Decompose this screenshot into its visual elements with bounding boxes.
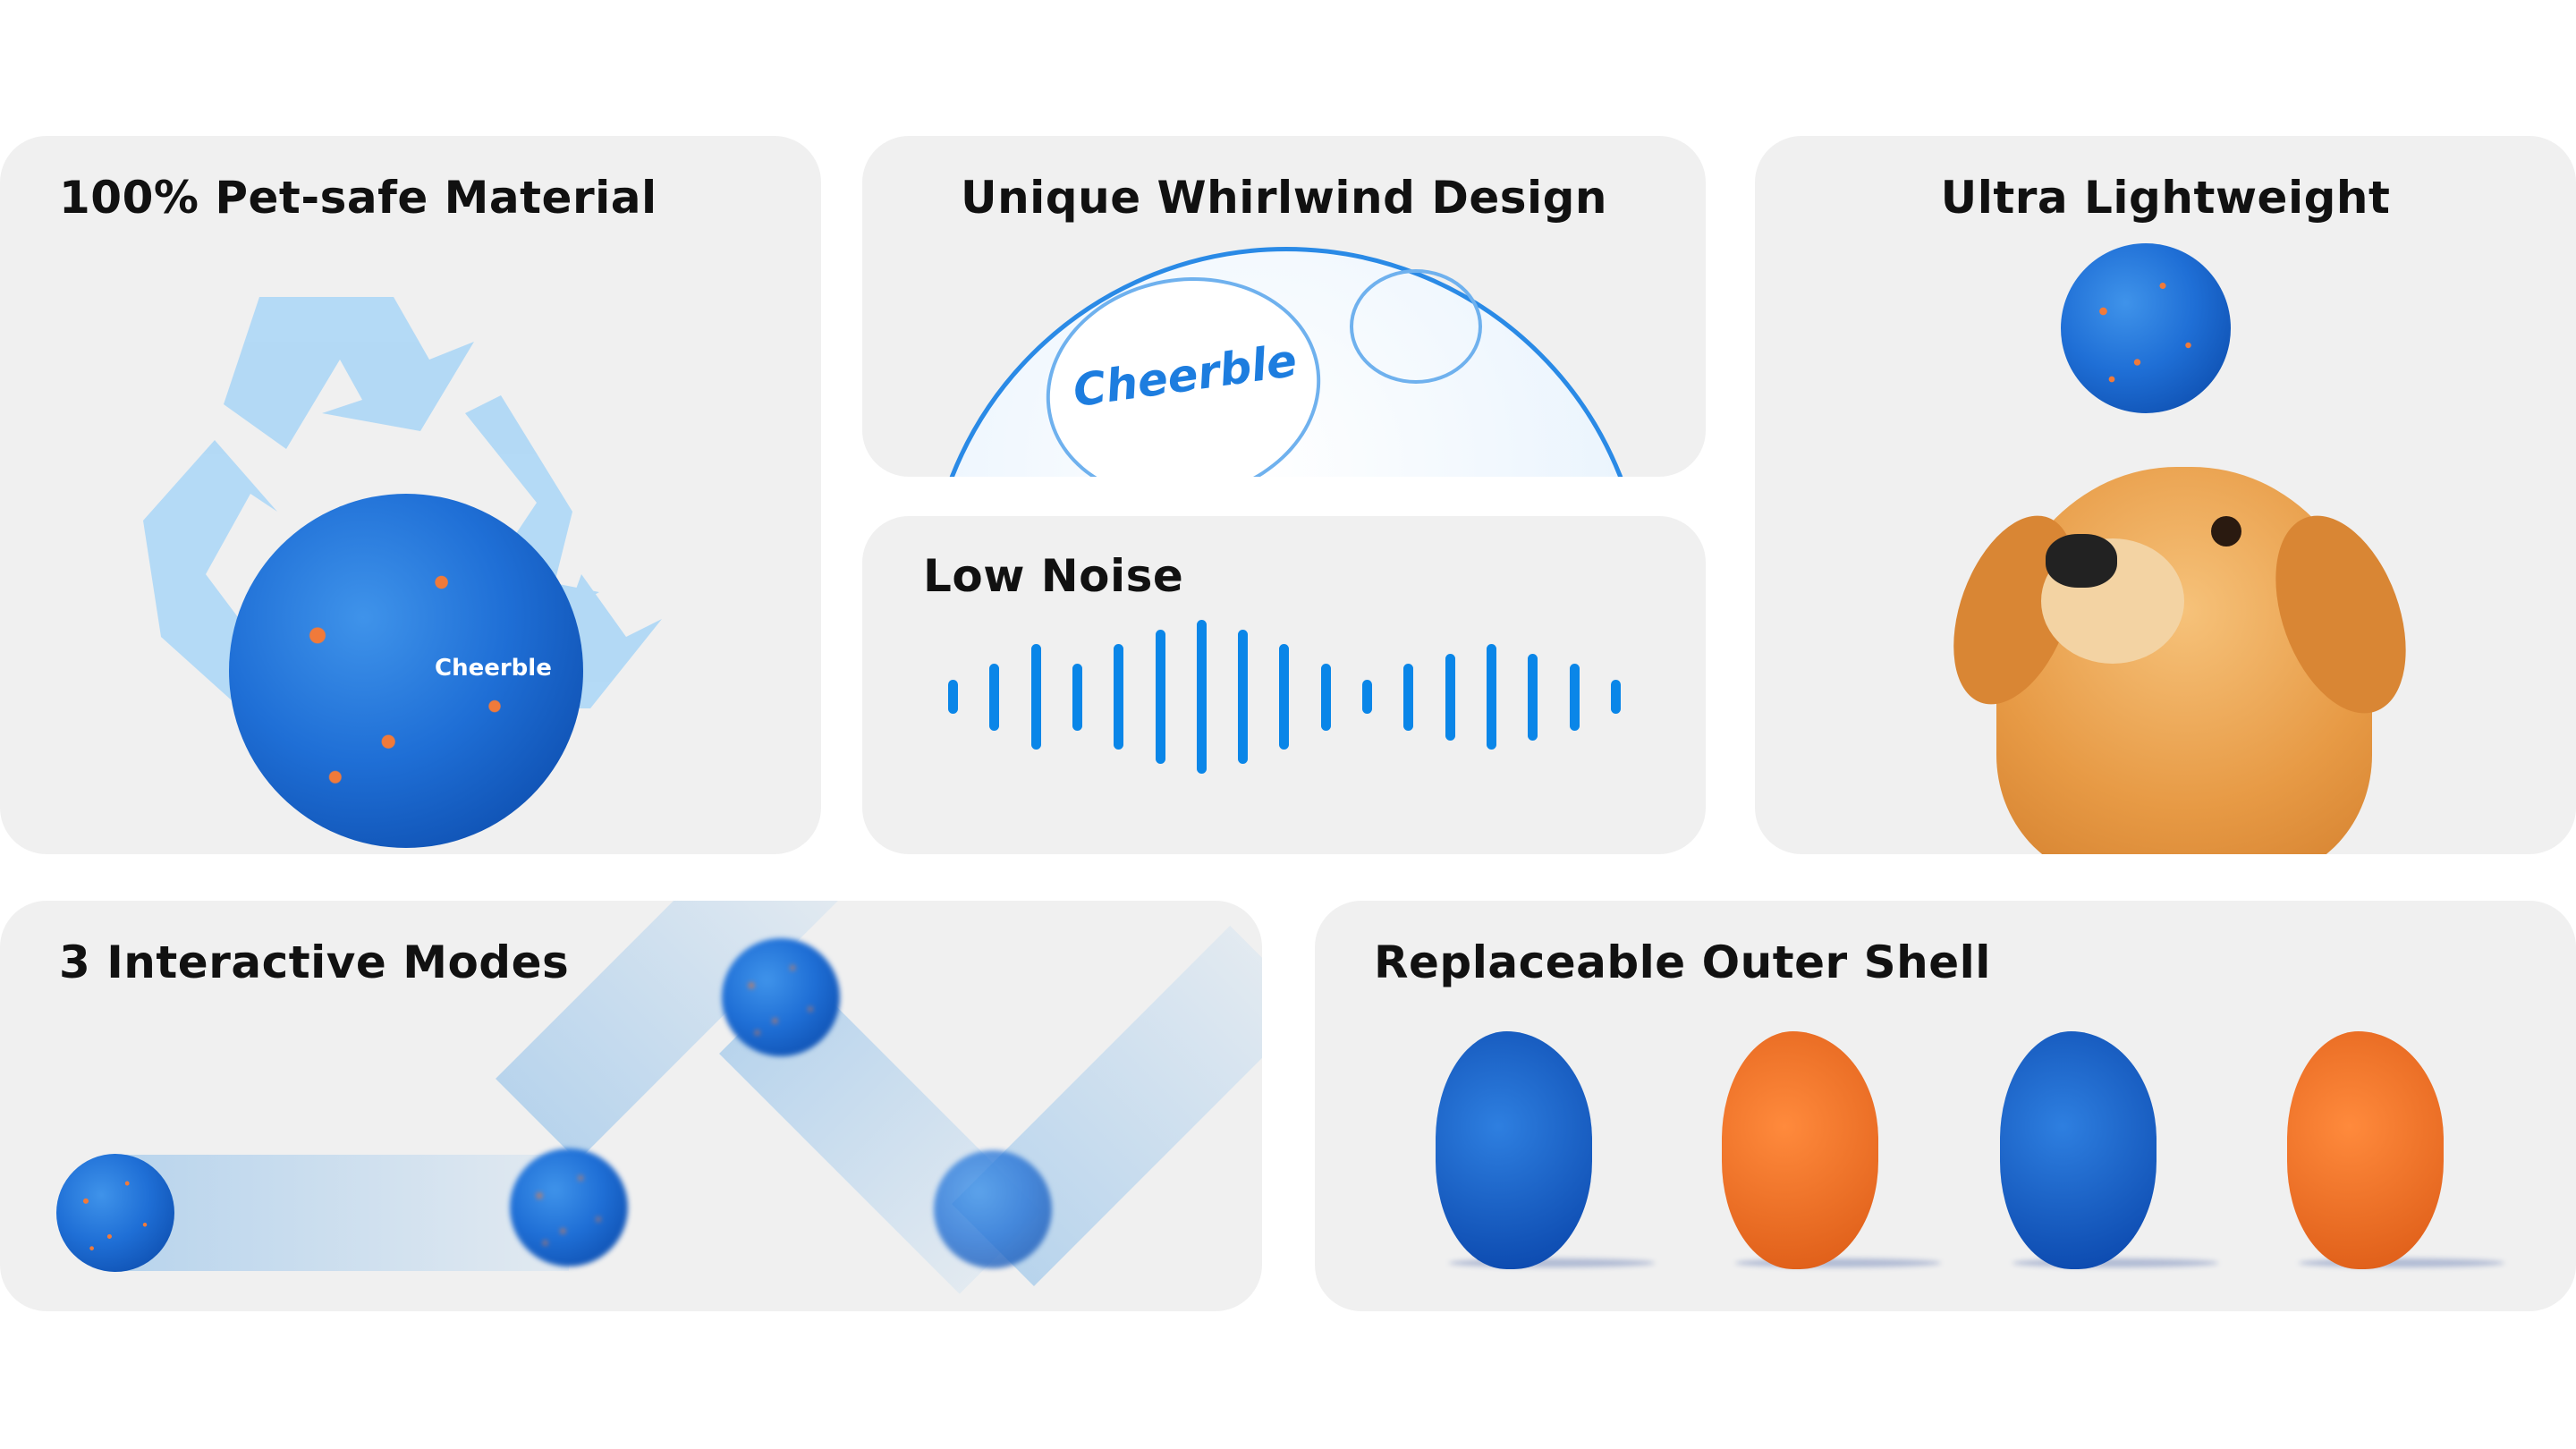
sound-wave-bar [1072, 663, 1082, 731]
card-title: 100% Pet-safe Material [59, 172, 657, 224]
shell-orange-image [1722, 1031, 1878, 1269]
card-low-noise: Low Noise [862, 516, 1706, 854]
card-title: 3 Interactive Modes [59, 936, 570, 988]
shell-blue-image [1436, 1031, 1592, 1269]
card-title: Low Noise [923, 550, 1184, 602]
motion-trail [115, 1155, 569, 1271]
ball-logo: Cheerble [435, 655, 552, 682]
card-ultra-lightweight: Ultra Lightweight [1755, 136, 2576, 854]
shell-orange-image [2287, 1031, 2444, 1269]
sound-wave-bar [1362, 680, 1372, 714]
card-title: Unique Whirlwind Design [960, 172, 1608, 224]
sound-wave-bar [1114, 644, 1124, 750]
ball-image [934, 1150, 1052, 1268]
sound-wave-bar [1196, 620, 1207, 774]
ball-image: Cheerble [229, 494, 583, 848]
ball-image [2061, 243, 2231, 413]
sound-wave-bar [1403, 663, 1414, 731]
sound-wave-bar [948, 680, 958, 714]
sound-wave-bar [1610, 680, 1621, 714]
card-whirlwind-design: Unique Whirlwind Design Cheerble [862, 136, 1706, 477]
sound-wave-bar [1238, 630, 1249, 764]
ball-image [722, 938, 840, 1056]
card-replaceable-shell: Replaceable Outer Shell [1315, 901, 2576, 1311]
sound-wave-bar [1279, 644, 1290, 750]
card-title: Ultra Lightweight [1940, 172, 2391, 224]
ball-image [510, 1148, 628, 1267]
sound-wave-bar [1320, 663, 1331, 731]
card-pet-safe-material: 100% Pet-safe Material Cheerble [0, 136, 821, 854]
sound-wave-bar [1528, 653, 1538, 741]
shell-blue-image [2000, 1031, 2157, 1269]
whirlwind-ball-image: Cheerble [925, 247, 1648, 477]
sound-wave-bar [1445, 653, 1455, 741]
card-title: Replaceable Outer Shell [1374, 936, 1991, 988]
dog-image [1929, 431, 2431, 854]
sound-wave-bar [1155, 630, 1165, 764]
sound-wave-bar [1569, 663, 1580, 731]
sound-wave [862, 516, 1706, 854]
sound-wave-bar [1486, 644, 1496, 750]
ball-image [56, 1154, 174, 1272]
sound-wave-bar [989, 663, 1000, 731]
card-interactive-modes: 3 Interactive Modes [0, 901, 1262, 1311]
sound-wave-bar [1030, 644, 1041, 750]
